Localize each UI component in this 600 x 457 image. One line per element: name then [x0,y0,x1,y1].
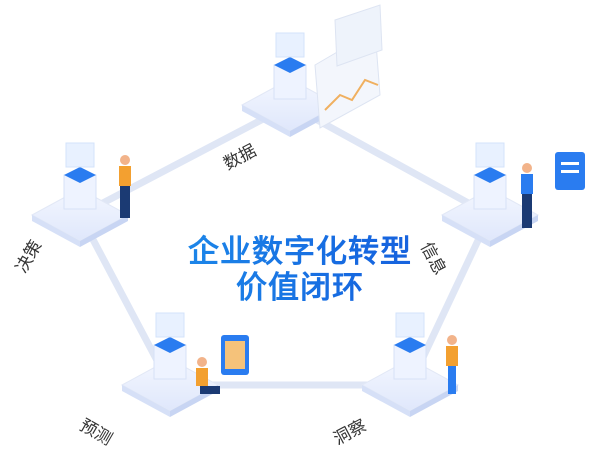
platform-information [440,142,540,247]
platform-data [240,32,340,137]
center-title-line2: 价值闭环 [0,262,600,307]
center-title-line1: 企业数字化转型 [0,226,600,271]
platform-decision [30,142,130,247]
info-chat-icon [555,152,585,190]
person-figures [119,155,533,394]
data-chart-panel [314,4,383,129]
prediction-screen [221,335,249,375]
platform-insight [360,312,460,417]
